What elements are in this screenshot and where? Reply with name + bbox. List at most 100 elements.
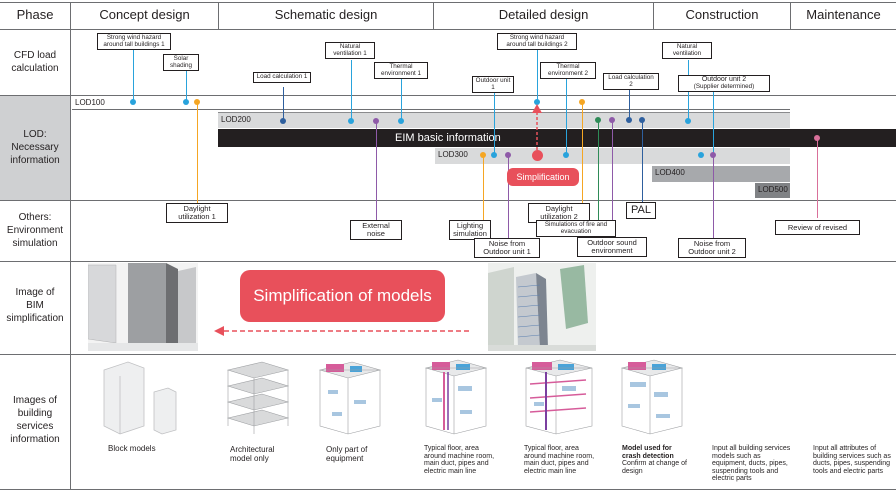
lod100-label: LOD100: [75, 98, 105, 107]
grid-line-header: [0, 29, 896, 30]
dot-simplification: [532, 150, 543, 161]
eim-label: EIM basic information: [395, 132, 501, 144]
dot-outdoor-sound: [609, 117, 615, 123]
grid-line-top: [0, 2, 896, 3]
box-fire: Simulations of fire and evacuation: [536, 220, 616, 238]
dot-thermal1: [398, 118, 404, 124]
box-revised: Review of revised: [775, 220, 860, 235]
dot-lighting: [480, 152, 486, 158]
lod500-bar: LOD500: [755, 183, 790, 198]
service-image-block-models: [103, 361, 177, 435]
leader-solar: [186, 67, 187, 102]
service-image-typical-floor-1: [424, 359, 488, 435]
row-label-image-bim: Image of BIM simplification: [6, 286, 64, 324]
simplification-dashed-arrow: [214, 326, 470, 336]
dot-load2: [626, 117, 632, 123]
leader-pal: [642, 120, 643, 202]
lod400-bar: LOD400: [652, 166, 790, 182]
leader-daylight1: [197, 102, 198, 203]
leader-wind2: [537, 48, 538, 102]
leader-outdoor-sound: [612, 120, 613, 237]
detailed-building-image: [488, 263, 596, 351]
grid-line-bottom: [0, 489, 896, 490]
lod100-bar: LOD100: [72, 96, 790, 110]
dot-natvent1: [348, 118, 354, 124]
grid-line-image: [0, 354, 896, 355]
leader-wind1: [133, 48, 134, 102]
lod200-bar: LOD200: [218, 112, 790, 128]
dot-outdoor2: [698, 152, 704, 158]
concept-building-image: [88, 263, 198, 351]
box-noise1: Noise from Outdoor unit 1: [474, 238, 540, 258]
grid-line-lod: [0, 200, 896, 201]
dot-thermal2: [563, 152, 569, 158]
phase-maintenance: Maintenance: [806, 7, 881, 22]
dot-wind2: [534, 99, 540, 105]
leader-noise1: [508, 155, 509, 238]
box-load1: Load calculation 1: [253, 72, 311, 83]
caption-architectural: Architectural model only: [230, 445, 275, 463]
box-external-noise: External noise: [350, 220, 402, 240]
phase-construction: Construction: [685, 7, 759, 22]
lod300-label: LOD300: [438, 150, 468, 159]
phase-concept-design: Concept design: [99, 7, 190, 22]
leader-natvent1: [351, 60, 352, 121]
service-image-crash-detection: [620, 359, 684, 435]
dot-wind1: [130, 99, 136, 105]
dot-natvent: [685, 118, 691, 124]
simplification-banner: Simplification of models: [240, 270, 445, 322]
lod200-label: LOD200: [221, 115, 251, 124]
dot-revised: [814, 135, 820, 141]
dot-outdoor1: [491, 152, 497, 158]
row-label-others: Others: Environment simulation: [6, 211, 64, 249]
leader-thermal2: [566, 78, 567, 155]
simplification-arrow: [532, 104, 542, 150]
eim-bar: [218, 129, 896, 147]
leader-lighting: [483, 155, 484, 220]
dot-solar: [183, 99, 189, 105]
lod500-label: LOD500: [758, 185, 788, 194]
box-load2: Load calculation 2: [603, 73, 659, 91]
box-thermal1: Thermal environment 1: [374, 62, 428, 80]
row-label-lod: LOD: Necessary information: [10, 128, 60, 166]
phase-divider-1: [218, 2, 219, 29]
box-daylight1: Daylight utilization 1: [166, 203, 228, 223]
service-image-architectural: [226, 361, 290, 434]
row-label-image-services: Images of building services information: [10, 395, 60, 445]
service-image-typical-floor-2: [525, 359, 593, 435]
phase-divider-2: [433, 2, 434, 29]
dot-daylight1: [194, 99, 200, 105]
dot-fire: [595, 117, 601, 123]
box-wind1: Strong wind hazard around tall buildings…: [97, 33, 171, 51]
box-pal: PAL: [626, 202, 656, 219]
simplification-pill: Simplification: [507, 168, 579, 186]
box-outdoor-sound: Outdoor sound environment: [577, 237, 647, 257]
phase-divider-4: [790, 2, 791, 29]
box-wind2: Strong wind hazard around tall buildings…: [497, 33, 577, 51]
leader-external-noise: [376, 121, 377, 220]
leader-load1: [283, 87, 284, 121]
box-natvent: Natural ventilation: [662, 42, 712, 60]
phase-schematic-design: Schematic design: [274, 7, 378, 22]
dot-load1: [280, 118, 286, 124]
leader-load2: [629, 89, 630, 120]
grid-line-others: [0, 261, 896, 262]
box-noise2: Noise from Outdoor unit 2: [678, 238, 746, 258]
caption-block-models: Block models: [108, 444, 156, 453]
dot-noise2: [710, 152, 716, 158]
leader-outdoor2: [713, 92, 714, 155]
box-thermal2: Thermal environment 2: [540, 62, 596, 80]
phase-header: Phase: [16, 7, 54, 22]
leader-daylight2: [582, 102, 583, 204]
leader-thermal1: [401, 78, 402, 121]
phase-divider-3: [653, 2, 654, 29]
box-solar: Solar shading: [163, 54, 199, 72]
grid-line-cfd: [0, 95, 896, 96]
dot-external-noise: [373, 118, 379, 124]
caption-partial-equipment: Only part of equipment: [326, 445, 368, 463]
dot-noise1: [505, 152, 511, 158]
grid-line-labels: [70, 2, 71, 489]
box-natvent1: Natural ventilation 1: [325, 42, 375, 60]
caption-typical-floor-2: Typical floor, area around machine room,…: [524, 445, 595, 475]
